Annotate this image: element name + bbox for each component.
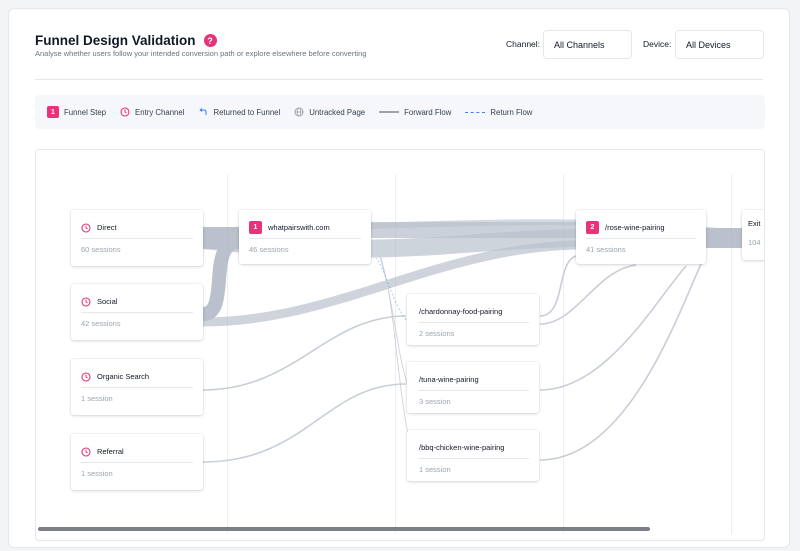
entry-node-sessions: 1 session (81, 469, 113, 478)
entry-node-organic-search[interactable]: Organic Search 1 session (71, 359, 203, 415)
untracked-node-label: /tuna-wine-pairing (419, 375, 479, 384)
untracked-node-chardonnay[interactable]: /chardonnay-food-pairing 2 sessions (407, 294, 539, 345)
funnel-step-node-2[interactable]: 2 /rose-wine-pairing 41 sessions (576, 210, 706, 264)
return-flow-dash-icon (465, 111, 486, 113)
device-label: Device: (643, 39, 672, 49)
return-arrow-icon (198, 107, 208, 117)
entry-node-label: Referral (97, 447, 124, 456)
flow-tuna-to-step2 (539, 265, 687, 391)
flow-bbq-to-step2 (539, 263, 702, 461)
entry-node-sessions: 1 session (81, 394, 113, 403)
legend-returned: Returned to Funnel (198, 107, 280, 117)
entry-node-social[interactable]: Social 42 sessions (71, 284, 203, 340)
return-flow-chardonnay (375, 257, 407, 321)
globe-icon (294, 107, 304, 117)
flow-chardonnay-to-step2 (539, 255, 577, 317)
untracked-node-sessions: 2 sessions (419, 329, 455, 338)
column-divider (395, 174, 396, 534)
page-title: Funnel Design Validation ? (35, 33, 217, 48)
entry-node-referral[interactable]: Referral 1 session (71, 434, 203, 490)
step-badge-icon: 1 (249, 221, 262, 234)
funnel-step-sessions: 46 sessions (249, 245, 289, 254)
page-subtitle: Analyse whether users follow your intend… (35, 49, 367, 58)
channel-label: Channel: (506, 39, 541, 49)
legend-forward-flow: Forward Flow (379, 108, 451, 117)
flow-referral-to-tuna (202, 383, 407, 463)
exit-node-sessions: 104 (748, 238, 761, 247)
clock-icon (81, 222, 91, 233)
flow-social-to-step1 (201, 235, 241, 321)
untracked-node-sessions: 1 session (419, 465, 451, 474)
exit-node-label: Exit (748, 219, 761, 228)
untracked-node-bbq-chicken[interactable]: /bbq-chicken-wine-pairing 1 session (407, 430, 539, 481)
entry-node-label: Organic Search (97, 372, 150, 381)
entry-node-sessions: 42 sessions (81, 319, 121, 328)
header-divider (35, 79, 763, 80)
flow-organic-to-chardonnay (202, 315, 407, 391)
flow-chardonnay-to-step2b (539, 264, 637, 325)
legend: 1 Funnel Step Entry Channel Returned to … (35, 95, 765, 129)
untracked-node-sessions: 3 session (419, 397, 451, 406)
entry-node-label: Direct (97, 223, 117, 232)
flow-canvas[interactable]: Direct 60 sessions Social 42 sessions Or… (35, 149, 765, 541)
clock-icon (81, 371, 91, 382)
exit-node[interactable]: Exit 104 (742, 210, 764, 260)
flow-step1-to-tuna (378, 253, 409, 387)
untracked-node-label: /chardonnay-food-pairing (419, 307, 503, 316)
help-icon[interactable]: ? (203, 34, 217, 47)
legend-entry-channel: Entry Channel (120, 107, 184, 117)
forward-flow-line-icon (379, 111, 400, 113)
clock-icon (120, 107, 130, 117)
column-divider (731, 174, 732, 534)
funnel-step-label: whatpairswith.com (268, 223, 330, 232)
funnel-step-node-1[interactable]: 1 whatpairswith.com 46 sessions (239, 210, 371, 264)
column-divider (227, 174, 228, 534)
untracked-node-label: /bbq-chicken-wine-pairing (419, 443, 505, 452)
horizontal-scrollbar[interactable] (38, 527, 650, 531)
device-select[interactable]: All Devices (675, 30, 764, 59)
column-divider (563, 174, 564, 534)
funnel-step-sessions: 41 sessions (586, 245, 626, 254)
untracked-node-tuna[interactable]: /tuna-wine-pairing 3 session (407, 362, 539, 413)
entry-node-sessions: 60 sessions (81, 245, 121, 254)
clock-icon (81, 446, 91, 457)
legend-return-flow: Return Flow (465, 108, 532, 117)
funnel-card: Funnel Design Validation ? Analyse wheth… (8, 8, 790, 548)
clock-icon (81, 296, 91, 307)
channel-select[interactable]: All Channels (543, 30, 632, 59)
funnel-step-badge-icon: 1 (47, 106, 59, 118)
legend-funnel-step: 1 Funnel Step (47, 106, 106, 118)
legend-untracked: Untracked Page (294, 107, 365, 117)
entry-node-label: Social (97, 297, 118, 306)
entry-node-direct[interactable]: Direct 60 sessions (71, 210, 203, 266)
step-badge-icon: 2 (586, 221, 599, 234)
funnel-step-label: /rose-wine-pairing (605, 223, 665, 232)
